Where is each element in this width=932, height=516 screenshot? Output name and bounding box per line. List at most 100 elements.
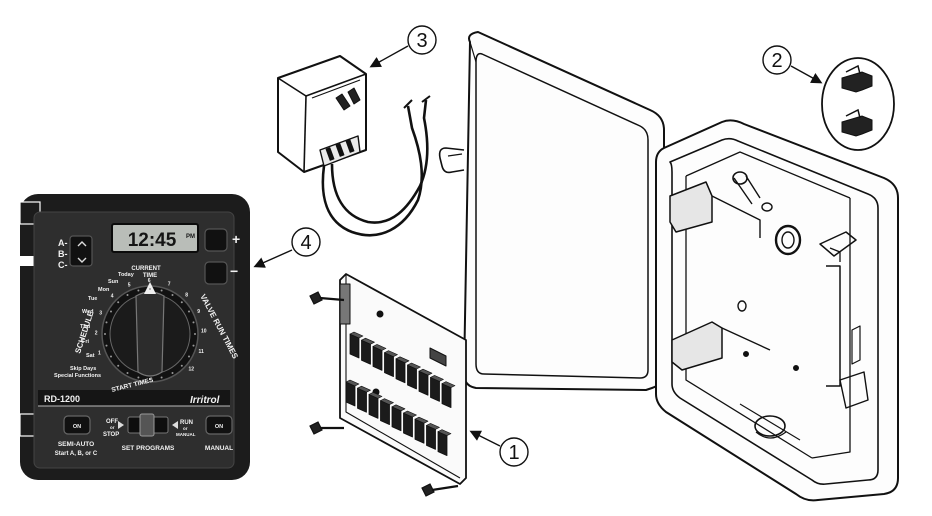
relay-block-top — [345, 379, 360, 387]
callout-3: 3 — [416, 30, 427, 52]
off-label: OFF — [106, 419, 118, 425]
dial-tick — [126, 294, 129, 296]
model-label: RD-1200 — [44, 394, 80, 404]
relay-blocks — [345, 331, 456, 456]
abc-label-c: C- — [58, 260, 68, 270]
on-label-right: ON — [215, 424, 223, 430]
relay-block-top — [414, 416, 429, 424]
dial-number-6: 6 — [148, 278, 151, 284]
lcd-pm: PM — [186, 234, 195, 240]
dial-number-4: 4 — [111, 294, 114, 300]
dial-tick — [192, 344, 195, 347]
plus-symbol: + — [232, 231, 240, 247]
dial-tick — [171, 372, 174, 374]
transformer-part — [277, 55, 431, 237]
relay-block-top — [380, 398, 394, 405]
dial-tick — [110, 310, 112, 313]
controller-labels: 12:45 PM + − A- B- C- CURRENT TIME Today… — [44, 230, 240, 457]
dial-tick — [160, 289, 163, 292]
dial-tick — [137, 289, 140, 292]
irrigation-controller — [19, 194, 250, 480]
abc-label-b: B- — [58, 249, 68, 259]
relay-block-top — [361, 337, 375, 345]
dial-tick — [105, 344, 108, 347]
dial-number-9: 9 — [197, 309, 200, 315]
skip-days-label: Skip Days — [70, 366, 96, 372]
dial-number-10: 10 — [201, 329, 207, 335]
enclosure-cabinet — [655, 119, 899, 502]
dial-tick — [105, 321, 108, 324]
semi-auto-label: SEMI-AUTO — [58, 441, 94, 448]
relay-block-top — [395, 356, 410, 364]
relay-block-top — [426, 423, 440, 430]
dial-tick — [110, 355, 112, 358]
dial-ticks — [104, 288, 196, 380]
dial-tick — [180, 364, 183, 367]
dial-number-2: 2 — [95, 330, 98, 336]
relay-block-top — [403, 410, 417, 418]
dial-tick — [126, 372, 129, 374]
day-label-wed: Wed — [82, 309, 94, 315]
dial-tick — [117, 301, 120, 304]
relay-block-top — [349, 331, 364, 339]
current-time-label-2: TIME — [143, 273, 157, 279]
set-programs-label: SET PROGRAMS — [122, 445, 175, 452]
day-label-sun: Sun — [108, 279, 119, 285]
relay-block-top — [430, 375, 444, 382]
dial-tick — [188, 310, 190, 313]
relay-block-top — [437, 429, 452, 436]
circuit-board-part — [339, 273, 467, 485]
current-time-label: CURRENT — [131, 266, 161, 272]
day-label-thu: Thu — [80, 324, 90, 330]
callout-2: 2 — [771, 50, 782, 72]
callout-4-circle — [291, 227, 321, 257]
relay-block-top — [368, 392, 383, 399]
start-abc-label: Start A, B, or C — [55, 451, 98, 457]
dial-number-1: 1 — [98, 350, 101, 356]
dial-number-12: 12 — [189, 367, 195, 373]
day-label-tue: Tue — [88, 296, 97, 302]
relay-block-top — [441, 381, 456, 388]
run-label: RUN — [180, 420, 193, 426]
abc-label-a: A- — [58, 238, 68, 248]
dial-tick — [192, 321, 195, 324]
relay-block-top — [407, 362, 421, 370]
relay-block-top — [418, 368, 433, 376]
manual-label: MANUAL — [205, 445, 233, 452]
callouts — [253, 25, 823, 467]
stop-label: STOP — [103, 432, 119, 438]
dial-tick — [194, 333, 196, 335]
dial-tick — [180, 301, 183, 304]
dial-tick — [149, 288, 151, 290]
dial-number-11: 11 — [199, 349, 205, 355]
dial-tick — [160, 376, 163, 379]
dial-number-7: 7 — [168, 282, 171, 288]
dial-number-5: 5 — [128, 282, 131, 288]
mounting-screws — [309, 291, 459, 497]
dial-tick — [188, 355, 190, 358]
today-label: Today — [118, 272, 135, 278]
callout-numbers: 1 2 3 4 — [300, 30, 782, 464]
callout-1: 1 — [508, 442, 519, 464]
minus-symbol: − — [230, 263, 238, 279]
day-label-mon: Mon — [98, 287, 110, 293]
dial-number-3: 3 — [99, 310, 102, 316]
callout-1-circle — [499, 437, 529, 467]
callout-3-circle — [407, 25, 437, 55]
brand-label: Irritrol — [190, 395, 220, 406]
day-label-fri: Fri — [82, 339, 90, 345]
mounting-clips-part — [821, 57, 895, 151]
enclosure-door — [438, 31, 665, 391]
on-label-left: ON — [73, 424, 81, 430]
special-functions-label: Special Functions — [54, 373, 101, 379]
day-label-sat: Sat — [86, 353, 95, 359]
or-label-right: or — [183, 426, 188, 431]
dial-tick — [137, 376, 140, 379]
callout-4: 4 — [300, 232, 311, 254]
manual-small-label: MANUAL — [176, 432, 196, 437]
dial-number-8: 8 — [185, 292, 188, 298]
dial-tick — [104, 333, 106, 335]
